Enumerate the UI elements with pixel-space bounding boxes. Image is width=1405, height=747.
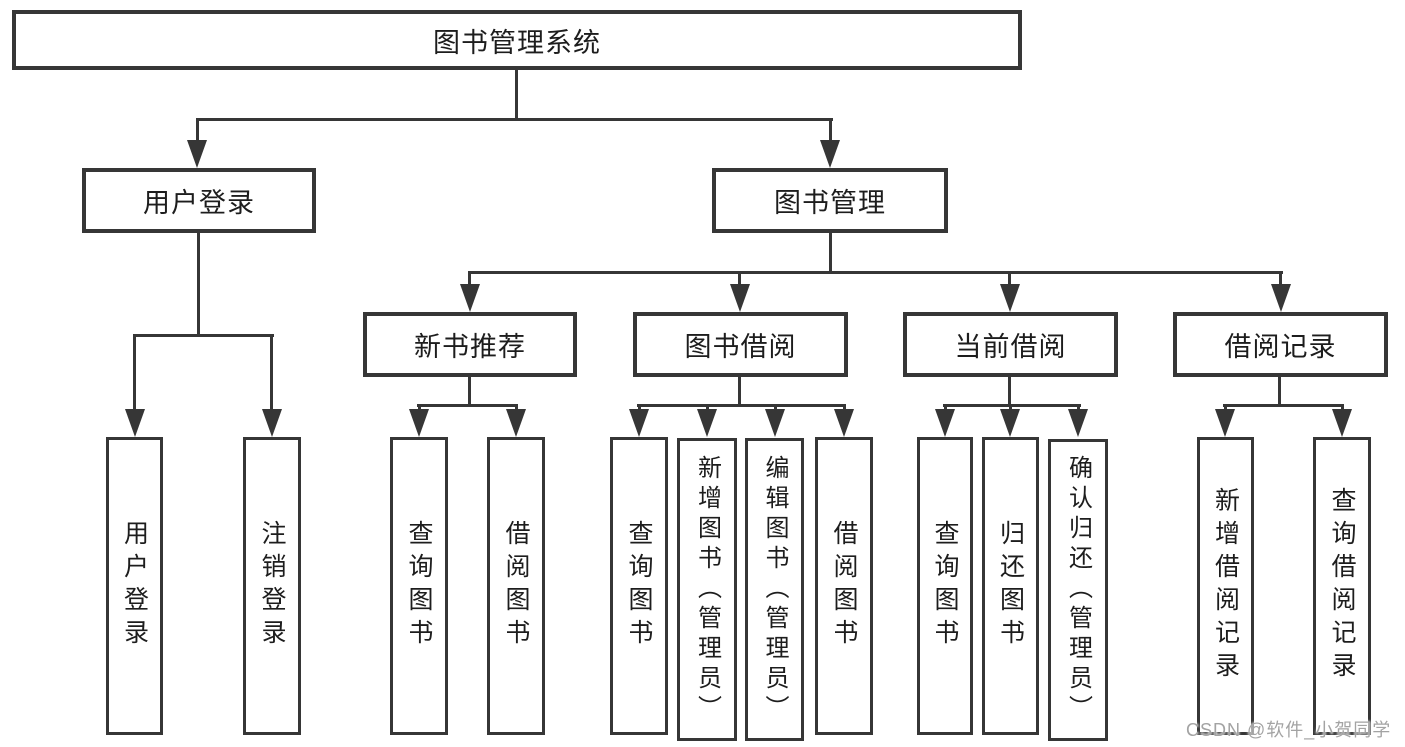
connector-line [843, 404, 846, 412]
arrowhead-down-icon [730, 284, 750, 312]
connector-line [418, 404, 421, 412]
connector-line [1008, 377, 1011, 407]
csdn-watermark: CSDN @软件_小贺同学 [1186, 720, 1392, 740]
connector-line [944, 404, 947, 412]
connector-line [1223, 404, 1344, 407]
node-label: 图书管理系统 [433, 27, 601, 58]
arrowhead-down-icon [935, 409, 955, 437]
arrowhead-down-icon [1000, 284, 1020, 312]
connector-line [1341, 404, 1344, 412]
node-label: 图书管理 [774, 188, 886, 218]
connector-line [706, 404, 709, 412]
leaf-add-book-admin: 新增图书（管理员） [677, 438, 737, 741]
node-label: 当前借阅 [954, 332, 1067, 362]
connector-line [1008, 271, 1011, 289]
leaf-label: 新增借阅记录 [1211, 487, 1240, 685]
arrowhead-down-icon [460, 284, 480, 312]
connector-line [270, 334, 273, 413]
leaf-label: 查询借阅记录 [1328, 487, 1356, 685]
connector-line [1224, 404, 1227, 412]
node-user-login: 用户登录 [82, 168, 316, 233]
connector-line [515, 70, 518, 121]
node-borrowing-records: 借阅记录 [1173, 312, 1388, 377]
connector-line [468, 271, 1283, 274]
connector-line [829, 118, 832, 146]
leaf-logout: 注销登录 [243, 437, 301, 735]
node-label: 新书推荐 [414, 332, 526, 362]
leaf-query-borrow-record: 查询借阅记录 [1313, 437, 1371, 735]
arrowhead-down-icon [262, 409, 282, 437]
leaf-label: 查询图书 [625, 520, 653, 652]
leaf-borrow-books: 借阅图书 [815, 437, 873, 735]
arrowhead-down-icon [125, 409, 145, 437]
connector-line [829, 233, 832, 273]
node-label: 图书借阅 [684, 332, 797, 362]
leaf-label: 注销登录 [258, 520, 286, 652]
connector-line [515, 404, 518, 412]
leaf-label: 新增图书（管理员） [693, 454, 721, 725]
connector-line [637, 404, 846, 407]
connector-line [1009, 404, 1012, 412]
arrowhead-down-icon [1000, 409, 1020, 437]
connector-line [468, 271, 471, 289]
connector-line [1278, 377, 1281, 407]
arrowhead-down-icon [187, 140, 207, 168]
arrowhead-down-icon [629, 409, 649, 437]
node-book-borrowing: 图书借阅 [633, 312, 848, 377]
connector-line [133, 334, 136, 413]
leaf-user-login: 用户登录 [106, 437, 163, 735]
leaf-label: 查询图书 [931, 520, 959, 652]
leaf-add-borrow-record: 新增借阅记录 [1197, 437, 1254, 735]
arrowhead-down-icon [506, 409, 526, 437]
node-book-management: 图书管理 [712, 168, 948, 233]
connector-line [774, 404, 777, 412]
leaf-query-books: 查询图书 [917, 437, 973, 735]
connector-line [943, 404, 1081, 407]
arrowhead-down-icon [820, 140, 840, 168]
connector-line [468, 377, 471, 407]
leaf-label: 归还图书 [996, 520, 1025, 652]
arrowhead-down-icon [1332, 409, 1352, 437]
leaf-label: 查询图书 [405, 520, 433, 652]
leaf-label: 用户登录 [120, 520, 149, 652]
node-library-management-system: 图书管理系统 [12, 10, 1022, 70]
leaf-query-books: 查询图书 [390, 437, 448, 735]
leaf-label: 借阅图书 [830, 520, 858, 652]
arrowhead-down-icon [697, 409, 717, 437]
leaf-query-books: 查询图书 [610, 437, 668, 735]
connector-line [417, 404, 518, 407]
leaf-label: 编辑图书（管理员） [761, 454, 788, 725]
leaf-label: 确认归还（管理员） [1064, 455, 1092, 725]
arrowhead-down-icon [834, 409, 854, 437]
node-current-borrowing: 当前借阅 [903, 312, 1118, 377]
arrowhead-down-icon [1271, 284, 1291, 312]
leaf-return-books: 归还图书 [982, 437, 1039, 735]
connector-line [197, 233, 200, 336]
node-new-book-recommendation: 新书推荐 [363, 312, 577, 377]
node-label: 借阅记录 [1224, 332, 1337, 362]
arrowhead-down-icon [1215, 409, 1235, 437]
connector-line [196, 118, 199, 146]
leaf-borrow-books: 借阅图书 [487, 437, 545, 735]
connector-line [133, 334, 274, 337]
connector-line [738, 377, 741, 407]
arrowhead-down-icon [765, 409, 785, 437]
arrowhead-down-icon [409, 409, 429, 437]
connector-line [1279, 271, 1282, 289]
leaf-edit-book-admin: 编辑图书（管理员） [745, 438, 804, 741]
leaf-confirm-return-admin: 确认归还（管理员） [1048, 439, 1108, 741]
connector-line [738, 271, 741, 289]
leaf-label: 借阅图书 [502, 520, 530, 652]
node-label: 用户登录 [143, 188, 255, 218]
connector-line [196, 118, 833, 121]
connector-line [1077, 404, 1080, 412]
arrowhead-down-icon [1068, 409, 1088, 437]
connector-line [638, 404, 641, 412]
